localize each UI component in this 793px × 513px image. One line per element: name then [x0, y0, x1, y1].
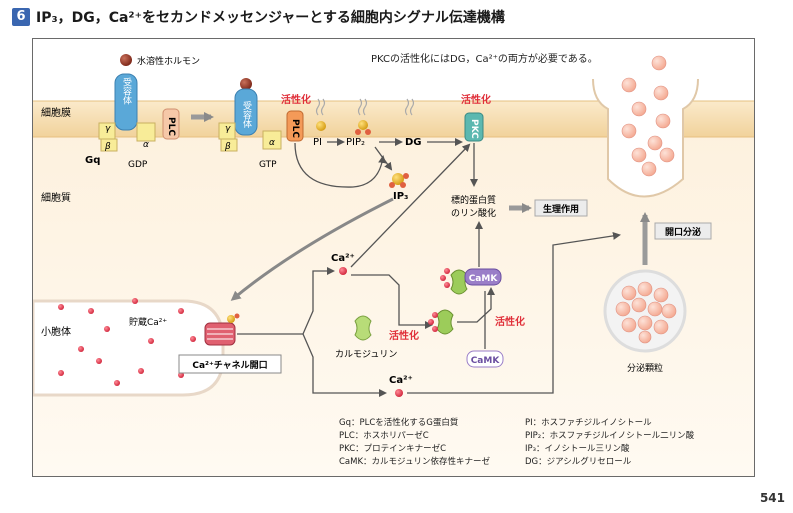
channel-label: Ca²⁺チャネル開口: [192, 360, 267, 371]
cytoplasm-label: 細胞質: [41, 191, 71, 204]
released-granules: [621, 55, 675, 177]
figure-number: 6: [12, 8, 30, 26]
figure-title: 6 IP₃，DG，Ca²⁺をセカンドメッセンジャーとする細胞内シグナル伝達機構: [12, 6, 505, 28]
pip2-headgroup: [358, 120, 368, 130]
exocytosis-label: 開口分泌: [665, 226, 701, 238]
bound-hormone: [240, 78, 252, 90]
camk-inactive-label: CaMK: [471, 356, 501, 366]
diagram-frame: 細胞膜 細胞質 PKCの活性化にはDG，Ca²⁺の両方が必要である。 水溶性ホル…: [32, 38, 755, 477]
exocytosis-vesicle: [592, 78, 699, 198]
target-label-2: のリン酸化: [451, 207, 496, 219]
er-body: [33, 299, 225, 397]
signal-diagram: 細胞膜 細胞質 PKCの活性化にはDG，Ca²⁺の両方が必要である。 水溶性ホル…: [33, 39, 754, 476]
pkc-activated-label: 活性化: [461, 93, 491, 106]
gdp-label: GDP: [128, 160, 148, 170]
gq-label: Gq: [85, 155, 100, 166]
activated-left-label: 活性化: [389, 329, 419, 342]
er-label: 小胞体: [41, 326, 71, 338]
physio-box: [534, 199, 588, 217]
page-number: 541: [759, 491, 785, 505]
activated-right-label: 活性化: [495, 315, 525, 328]
legend-pip2: PIP₂：ホスファチジルイノシトール二リン酸: [525, 430, 695, 441]
membrane-label: 細胞膜: [41, 106, 71, 119]
plc-activated-label: 活性化: [281, 93, 311, 106]
left-plc: [162, 108, 180, 140]
legend-pkc: PKC：プロテインキナーゼC: [339, 443, 446, 454]
right-plc-label: PLC: [290, 119, 300, 138]
granules-label: 分泌顆粒: [627, 362, 663, 374]
ip3-to-channel-arrow: [230, 197, 394, 301]
right-beta: β: [224, 142, 231, 152]
right-receptor-label: 受容体: [241, 100, 252, 129]
legend-camk: CaMK：カルモジュリン依存性キナーゼ: [339, 456, 490, 467]
ca-top-dot: [339, 267, 347, 275]
pi-label: PI: [313, 137, 322, 148]
left-alpha: α: [143, 140, 149, 150]
legend-dg: DG：ジアシルグリセロール: [525, 456, 632, 467]
hormone-label: 水溶性ホルモン: [137, 55, 200, 67]
right-plc: [286, 110, 304, 142]
pip2-label: PIP₂: [346, 137, 365, 148]
right-gamma: γ: [225, 124, 231, 134]
stored-ca-label: 貯蔵Ca²⁺: [129, 316, 167, 328]
target-label-1: 標的蛋白質: [451, 194, 496, 206]
left-receptor: [114, 73, 138, 131]
left-beta: β: [104, 142, 111, 152]
left-gamma: γ: [105, 124, 111, 134]
camk-active-label: CaMK: [469, 274, 499, 284]
legend-pi: PI：ホスファチジルイノシトール: [525, 418, 652, 428]
lipid-tails: [315, 98, 415, 116]
hormone-ball: [120, 54, 132, 66]
right-receptor: [234, 88, 258, 136]
ip3-label: IP₃: [393, 191, 408, 202]
left-plc-label: PLC: [166, 117, 176, 136]
dg-label: DG: [405, 137, 422, 148]
ca-top-label: Ca²⁺: [331, 253, 355, 264]
right-alpha: α: [269, 138, 275, 148]
channel-label-box: [178, 354, 282, 374]
pi-headgroup: [316, 121, 326, 131]
legend-ip3: IP₃：イノシトール三リン酸: [525, 443, 630, 454]
physio-label: 生理作用: [543, 203, 579, 215]
exocytosis-box: [654, 222, 712, 240]
note-text: PKCの活性化にはDG，Ca²⁺の両方が必要である。: [371, 52, 598, 65]
er-calcium-dots: [58, 298, 196, 386]
gtp-label: GTP: [259, 160, 277, 170]
ip3-ball: [392, 173, 404, 185]
ca-bottom-label: Ca²⁺: [389, 375, 413, 386]
camk-active-box: [464, 268, 502, 286]
calmodulin-shape: [354, 315, 372, 341]
pkc-label: PKC: [469, 119, 479, 139]
figure-title-text: IP₃，DG，Ca²⁺をセカンドメッセンジャーとする細胞内シグナル伝達機構: [36, 10, 505, 26]
calmodulin-label: カルモジュリン: [335, 349, 397, 360]
granule-contents: [615, 281, 677, 344]
legend-plc: PLC：ホスホリパーゼC: [339, 430, 429, 441]
pkc-box: [464, 112, 484, 142]
ca-bottom-dot: [395, 389, 403, 397]
legend: Gq：PLCを活性化するG蛋白質 PLC：ホスホリパーゼC PKC：プロテインキ…: [339, 417, 695, 467]
active-calmodulin: [436, 309, 454, 335]
legend-gq: Gq：PLCを活性化するG蛋白質: [339, 417, 459, 428]
camk-inactive-box: [466, 350, 504, 368]
left-receptor-label: 受容体: [121, 76, 132, 105]
